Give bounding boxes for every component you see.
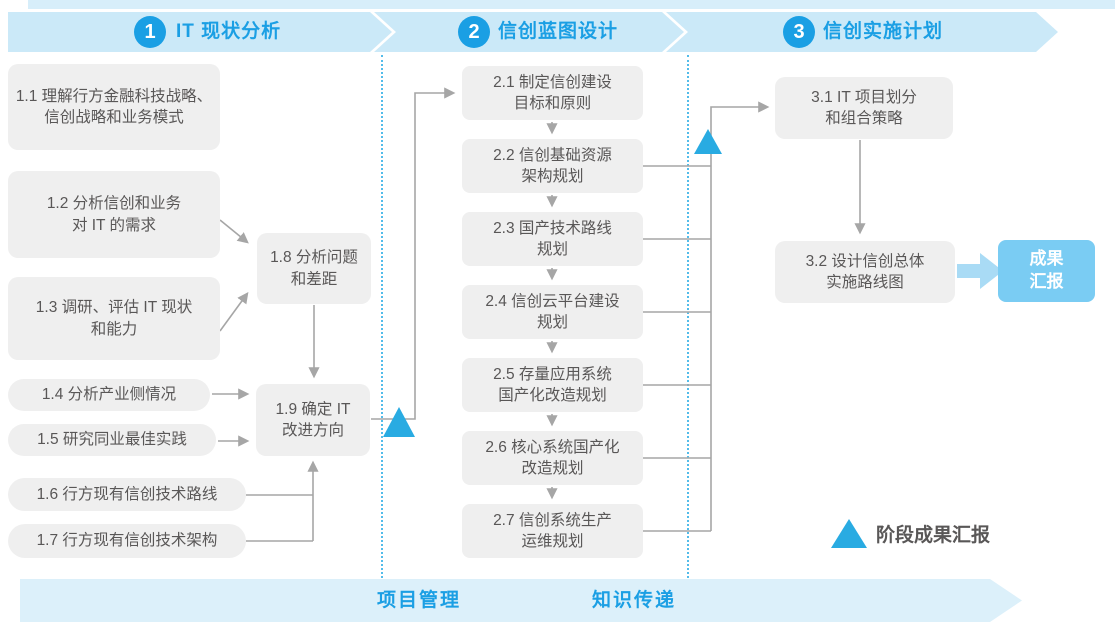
result-arrow	[957, 253, 1003, 289]
box-1-5-line1: 1.5 研究同业最佳实践	[37, 431, 187, 449]
box-3-2-line2: 实施路线图	[826, 274, 904, 291]
box-1-9: 1.9 确定 IT 改进方向	[256, 384, 370, 456]
box-2-2: 2.2 信创基础资源 架构规划	[462, 139, 643, 193]
box-3-2-line1: 3.2 设计信创总体	[805, 252, 925, 270]
box-1-9-line2: 改进方向	[281, 422, 344, 439]
phase3-number-badge: 3	[783, 16, 815, 48]
phase2-number-badge: 2	[458, 16, 490, 48]
box-1-9-line1: 1.9 确定 IT	[275, 400, 351, 418]
box-2-4: 2.4 信创云平台建设 规划	[462, 285, 643, 339]
box-2-4-line2: 规划	[536, 314, 568, 331]
box-2-6: 2.6 核心系统国产化 改造规划	[462, 431, 643, 485]
box-1-3-line2: 和能力	[90, 320, 138, 338]
box-1-7: 1.7 行方现有信创技术架构	[8, 524, 246, 558]
box-1-2-line1: 1.2 分析信创和业务	[46, 195, 182, 213]
box-3-1: 3.1 IT 项目划分 和组合策略	[775, 77, 953, 139]
phase2-3-separator	[687, 55, 689, 578]
box-1-5: 1.5 研究同业最佳实践	[8, 424, 216, 456]
box-1-3: 1.3 调研、评估 IT 现状 和能力	[8, 277, 220, 360]
legend-label: 阶段成果汇报	[876, 525, 991, 546]
milestone-triangle-phase1	[383, 404, 415, 437]
box-1-8-line2: 和差距	[290, 270, 338, 288]
phase2-banner: 2 信创蓝图设计	[374, 12, 684, 52]
box-2-1-line1: 2.1 制定信创建设	[493, 73, 612, 91]
box-1-1-line2: 信创战略和业务模式	[44, 109, 184, 126]
box-2-4-line1: 2.4 信创云平台建设	[485, 292, 620, 310]
box-2-5: 2.5 存量应用系统 国产化改造规划	[462, 358, 643, 412]
phase3-banner: 3 信创实施计划	[666, 12, 1058, 52]
footer-knowledge-transfer: 知识传递	[592, 590, 677, 611]
box-2-1: 2.1 制定信创建设 目标和原则	[462, 66, 643, 120]
result-report-line1: 成果	[1029, 249, 1064, 269]
box-2-7-line2: 运维规划	[521, 533, 584, 550]
box-1-8-line1: 1.8 分析问题	[270, 249, 358, 267]
phase1-banner: 1 IT 现状分析	[8, 12, 392, 52]
box-2-5-line2: 国产化改造规划	[498, 387, 607, 404]
footer-ribbon: 项目管理 知识传递	[20, 579, 1022, 622]
box-2-7: 2.7 信创系统生产 运维规划	[462, 504, 643, 558]
box-2-1-line2: 目标和原则	[513, 95, 592, 112]
box-2-5-line1: 2.5 存量应用系统	[493, 365, 612, 383]
box-3-1-line2: 和组合策略	[825, 110, 903, 127]
box-1-4-line1: 1.4 分析产业侧情况	[41, 386, 177, 404]
phase1-2-separator	[381, 55, 383, 578]
footer-project-management: 项目管理	[377, 590, 462, 611]
box-2-3-line1: 2.3 国产技术路线	[493, 219, 612, 237]
box-1-7-line1: 1.7 行方现有信创技术架构	[36, 532, 218, 550]
legend-triangle-icon	[831, 516, 867, 548]
box-1-2: 1.2 分析信创和业务 对 IT 的需求	[8, 171, 220, 258]
result-report-line2: 汇报	[1029, 272, 1064, 291]
box-2-6-line2: 改造规划	[521, 460, 584, 477]
box-1-2-line2: 对 IT 的需求	[71, 216, 157, 234]
box-3-2: 3.2 设计信创总体 实施路线图	[775, 241, 955, 303]
box-2-6-line1: 2.6 核心系统国产化	[485, 438, 620, 456]
box-1-4: 1.4 分析产业侧情况	[8, 379, 210, 411]
top-ribbon-strip	[28, 0, 1115, 9]
box-1-6-line1: 1.6 行方现有信创技术路线	[36, 485, 218, 503]
phase3-title: 信创实施计划	[823, 21, 944, 42]
box-2-2-line2: 架构规划	[521, 168, 584, 185]
result-report-box: 成果 汇报	[998, 240, 1095, 302]
box-1-6: 1.6 行方现有信创技术路线	[8, 478, 246, 511]
phase1-number-badge: 1	[134, 16, 166, 48]
box-2-3-line2: 规划	[536, 241, 568, 258]
milestone-triangle-phase2	[694, 126, 722, 154]
box-1-1-line1: 1.1 理解行方金融科技战略、	[15, 87, 213, 105]
phase2-title: 信创蓝图设计	[498, 21, 619, 42]
box-1-8: 1.8 分析问题 和差距	[257, 233, 371, 304]
box-2-3: 2.3 国产技术路线 规划	[462, 212, 643, 266]
box-2-7-line1: 2.7 信创系统生产	[493, 511, 612, 529]
box-1-3-line1: 1.3 调研、评估 IT 现状	[35, 299, 193, 317]
phase1-title: IT 现状分析	[176, 21, 282, 42]
box-3-1-line1: 3.1 IT 项目划分	[811, 88, 917, 106]
box-2-2-line1: 2.2 信创基础资源	[493, 146, 612, 164]
box-1-1: 1.1 理解行方金融科技战略、 信创战略和业务模式	[8, 64, 220, 150]
